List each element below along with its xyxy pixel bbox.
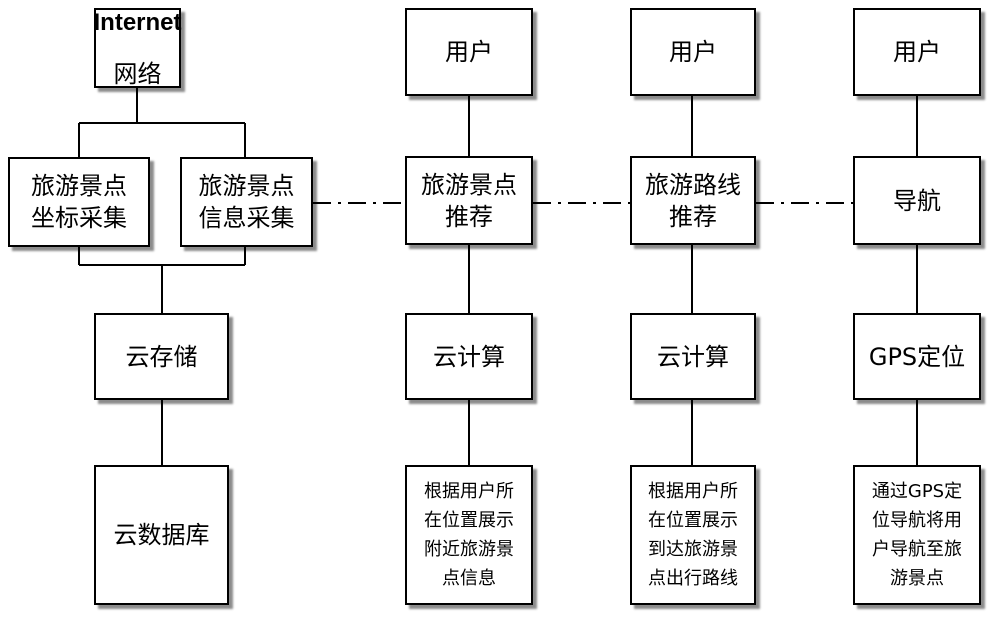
navigation-label: 导航	[893, 186, 941, 215]
cloud-storage-label: 云存储	[125, 342, 198, 371]
network-label: 网络	[113, 59, 162, 88]
route-recommend-box: 旅游路线 推荐	[630, 156, 756, 245]
internet-label: Internet	[93, 8, 182, 36]
spot-description-text: 根据用户所 在位置展示 附近旅游景 点信息	[424, 481, 514, 589]
coord-collection-box: 旅游景点 坐标采集	[8, 157, 150, 247]
coord-collection-label: 旅游景点 坐标采集	[31, 172, 127, 232]
route-description-text: 根据用户所 在位置展示 到达旅游景 点出行路线	[648, 481, 738, 589]
spot-recommend-box: 旅游景点 推荐	[405, 156, 533, 245]
info-collection-box: 旅游景点 信息采集	[180, 157, 313, 247]
navigation-description-box: 通过GPS定 位导航将用 户导航至旅 游景点	[853, 465, 981, 605]
route-description-box: 根据用户所 在位置展示 到达旅游景 点出行路线	[630, 465, 756, 605]
user-box: 用户	[405, 8, 533, 96]
cloud-computing-box: 云计算	[405, 313, 533, 400]
user-label: 用户	[445, 38, 493, 66]
gps-positioning-label: GPS定位	[868, 342, 966, 371]
cloud-database-box: 云数据库	[94, 465, 229, 605]
cloud-database-label: 云数据库	[113, 521, 210, 549]
cloud-computing-label: 云计算	[433, 342, 505, 371]
user-box: 用户	[853, 8, 981, 96]
cloud-storage-box: 云存储	[94, 313, 229, 400]
route-recommend-label: 旅游路线 推荐	[645, 170, 741, 231]
internet-network-box: Internet 网络	[93, 8, 182, 88]
cloud-computing-label: 云计算	[657, 342, 729, 371]
spot-recommend-label: 旅游景点 推荐	[421, 170, 517, 231]
user-label: 用户	[893, 38, 941, 66]
spot-description-box: 根据用户所 在位置展示 附近旅游景 点信息	[405, 465, 533, 605]
navigation-box: 导航	[853, 156, 981, 245]
cloud-computing-box: 云计算	[630, 313, 756, 400]
gps-positioning-box: GPS定位	[853, 313, 981, 400]
user-label: 用户	[669, 38, 717, 66]
user-box: 用户	[630, 8, 756, 96]
navigation-description-text: 通过GPS定 位导航将用 户导航至旅 游景点	[871, 481, 963, 589]
info-collection-label: 旅游景点 信息采集	[198, 172, 295, 232]
